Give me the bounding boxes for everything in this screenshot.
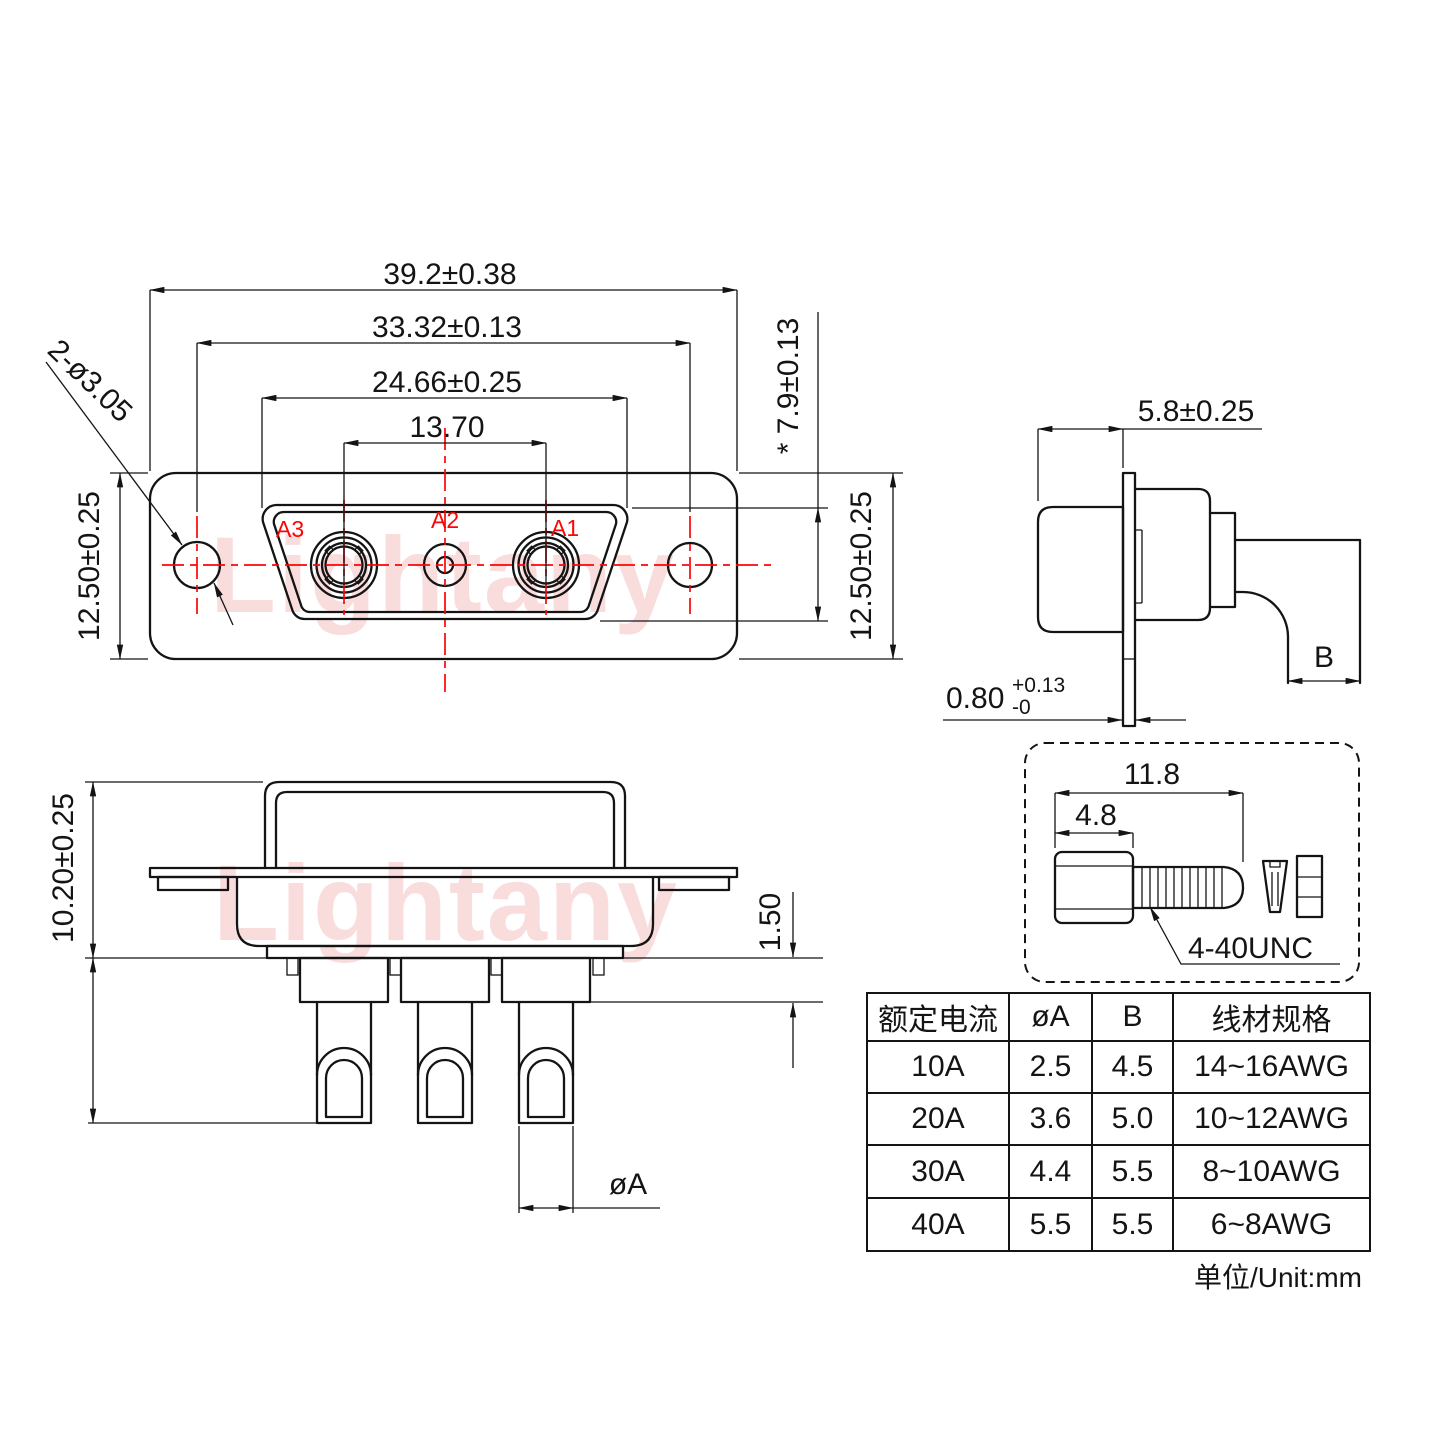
cell: 20A: [866, 1092, 1010, 1146]
dim-insert-height: * 7.9±0.13: [772, 318, 805, 455]
front-flange-outline: [148, 471, 739, 661]
side-rear-step: [1208, 511, 1237, 609]
dim-pin-diameter: øA: [609, 1168, 647, 1201]
side-insulator-body: [1133, 487, 1212, 622]
dim-mount-holes: 2-ø3.05: [41, 333, 138, 429]
cell: 5.5: [1008, 1197, 1093, 1252]
screw-shaft: [1131, 865, 1245, 910]
crimp-barrel-a1: [500, 956, 592, 1125]
side-dimensions: 5.8±0.25 0.80 +0.13 -0 B: [943, 395, 1361, 724]
cell: 14~16AWG: [1172, 1040, 1371, 1094]
rear-view: 10.20±0.25 1.50 øA: [47, 780, 823, 1213]
insert-outer-outline: [261, 503, 629, 621]
dim-hole-span: 33.32±0.13: [372, 311, 522, 344]
dim-contact-span: 13.70: [409, 411, 484, 444]
cell: 3.6: [1008, 1092, 1093, 1146]
dim-screw-total-length: 11.8: [1124, 758, 1180, 791]
cell: 10A: [866, 1040, 1010, 1094]
dim-flange-tol-upper: +0.13: [1012, 674, 1065, 697]
watermark-text-bottom: Lightany: [213, 842, 679, 963]
col-header-rated-current: 额定电流: [866, 992, 1010, 1042]
cell: 6~8AWG: [1172, 1197, 1371, 1252]
dim-height-left: 12.50±0.25: [73, 491, 106, 641]
contact-label-a3: A3: [276, 516, 304, 542]
cell: 5.5: [1091, 1197, 1174, 1252]
rear-standoff-left: [156, 875, 230, 892]
wedge-pin: [1261, 859, 1289, 914]
cell: 8~10AWG: [1172, 1144, 1371, 1199]
dim-height-right: 12.50±0.25: [845, 491, 878, 641]
side-flange-plate: [1121, 471, 1137, 728]
unit-note: 单位/Unit:mm: [1193, 1262, 1362, 1293]
spec-row-30a: 30A 4.4 5.5 8~10AWG: [866, 1144, 1371, 1199]
side-front-shell: [1036, 505, 1125, 634]
insert-inner-outline: [272, 510, 618, 614]
cell: 40A: [866, 1197, 1010, 1252]
hex-nut: [1295, 854, 1324, 919]
dim-mating-depth: 5.8±0.25: [1138, 395, 1255, 428]
screw-dimensions: 11.8 4.8 4-40UNC: [1054, 758, 1340, 965]
screw-thread-label: 4-40UNC: [1188, 932, 1313, 965]
dim-flange-tol-lower: -0: [1012, 696, 1031, 719]
cell: 4.5: [1091, 1040, 1174, 1094]
screw-detail-box: [1024, 742, 1360, 983]
cell: 10~12AWG: [1172, 1092, 1371, 1146]
spec-table: 额定电流 øA B 线材规格 10A 2.5 4.5 14~16AWG 20A …: [866, 992, 1371, 1252]
dim-shoulder-height: 1.50: [754, 893, 787, 951]
watermark-group: Lightany Lightany: [210, 514, 679, 963]
cell: 5.0: [1091, 1092, 1174, 1146]
spec-row-40a: 40A 5.5 5.5 6~8AWG: [866, 1197, 1371, 1252]
spec-row-10a: 10A 2.5 4.5 14~16AWG: [866, 1040, 1371, 1094]
col-header-pin-diameter: øA: [1008, 992, 1093, 1042]
contact-label-a2: A2: [431, 507, 459, 533]
col-header-b: B: [1091, 992, 1174, 1042]
rear-hood-outer: [263, 780, 627, 870]
screw-detail: 11.8 4.8 4-40UNC: [1024, 742, 1360, 983]
rear-standoff-right: [657, 875, 731, 892]
side-view: 5.8±0.25 0.80 +0.13 -0 B: [943, 395, 1362, 728]
rear-hood-inner: [274, 790, 616, 870]
contact-label-a1: A1: [551, 515, 579, 541]
crimp-barrel-a3: [298, 956, 390, 1125]
cell: 5.5: [1091, 1144, 1174, 1199]
dim-wire-width: B: [1314, 641, 1334, 674]
dim-insert-width: 24.66±0.25: [372, 366, 522, 399]
rear-dimensions: 10.20±0.25 1.50 øA: [47, 781, 797, 1213]
watermark-text-top: Lightany: [210, 514, 676, 635]
spec-table-header-row: 额定电流 øA B 线材规格: [866, 992, 1371, 1042]
rear-flange: [148, 866, 739, 879]
side-wire-bend: [1233, 538, 1362, 685]
dim-flange-thickness: 0.80: [946, 682, 1004, 715]
dim-shell-depth: 10.20±0.25: [47, 793, 80, 943]
screw-threads: [1141, 867, 1223, 908]
cell: 2.5: [1008, 1040, 1093, 1094]
cell: 4.4: [1008, 1144, 1093, 1199]
dim-outer-width: 39.2±0.38: [383, 258, 516, 291]
screw-head: [1053, 850, 1135, 925]
crimp-barrel-a2: [399, 956, 491, 1125]
col-header-wire-gauge: 线材规格: [1172, 992, 1371, 1042]
spec-row-20a: 20A 3.6 5.0 10~12AWG: [866, 1092, 1371, 1146]
dim-screw-head-length: 4.8: [1075, 799, 1117, 832]
cell: 30A: [866, 1144, 1010, 1199]
